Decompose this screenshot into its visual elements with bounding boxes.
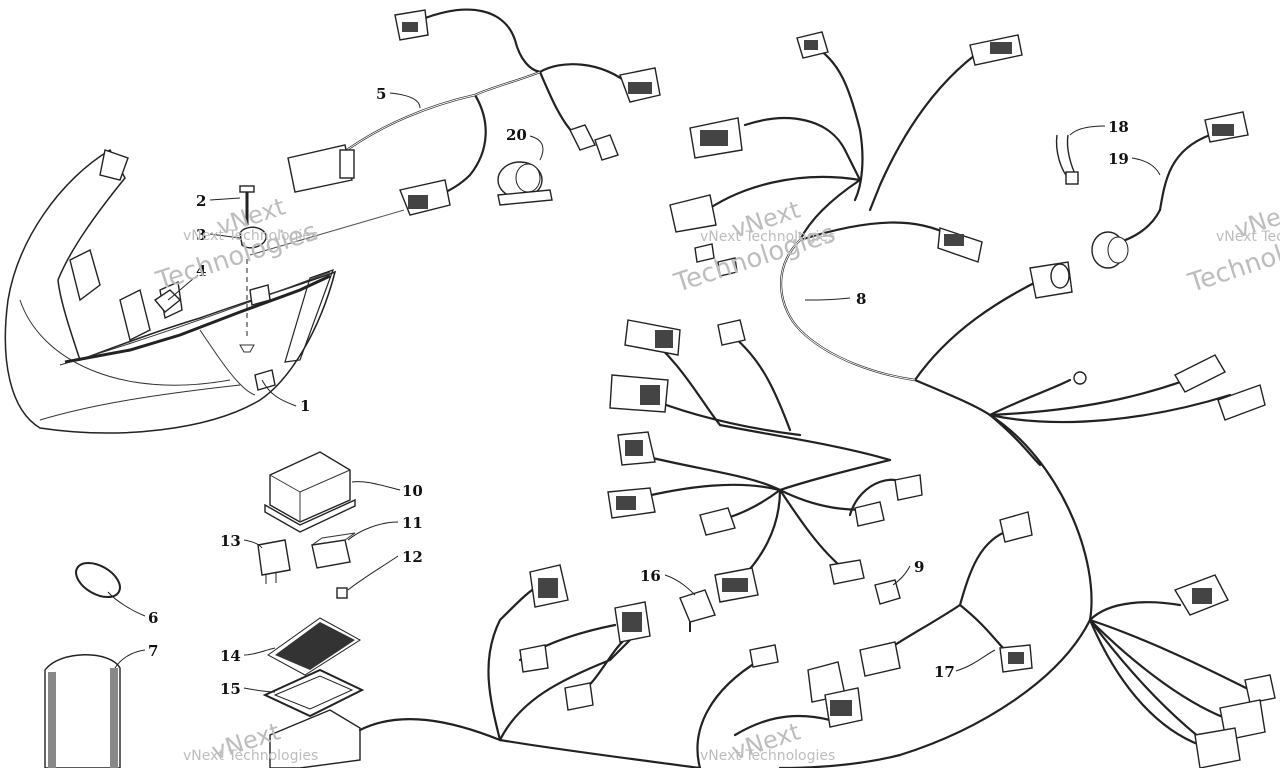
callout-11: 11 (402, 514, 423, 532)
clip (239, 226, 267, 249)
callout-13: 13 (220, 532, 241, 550)
callout-5: 5 (376, 85, 386, 103)
gasket (262, 668, 365, 718)
watermark-text: vNext Technologies (183, 228, 318, 244)
relay-small (257, 539, 291, 584)
mini-fuse (336, 587, 348, 599)
callout-9: 9 (914, 558, 924, 576)
callout-12: 12 (402, 548, 423, 566)
callout-1: 1 (300, 397, 310, 415)
callout-3: 3 (196, 226, 206, 244)
rear-harness (1088, 574, 1276, 768)
watermark-text-3: vNext Technologies (1216, 229, 1280, 245)
callout-10: 10 (402, 482, 423, 500)
callout-labels: 1 2 3 4 5 6 7 8 9 10 11 12 13 14 15 16 1… (148, 85, 1129, 698)
sensor-block (679, 589, 716, 632)
headlight-harness (249, 8, 661, 256)
watermark-text-2: vNext Technologies (700, 229, 835, 245)
callout-14: 14 (220, 647, 241, 665)
callout-8: 8 (856, 290, 866, 308)
retainer-clip (1055, 134, 1080, 185)
callout-15: 15 (220, 680, 241, 698)
headlight-housing (4, 148, 337, 434)
callout-16: 16 (640, 567, 661, 585)
relay-block (311, 532, 356, 569)
bottom-harness (358, 564, 863, 768)
callout-6: 6 (148, 609, 158, 627)
leader-lines (107, 92, 1161, 693)
callout-18: 18 (1108, 118, 1129, 136)
fuse-box (264, 451, 356, 533)
fuse-label (267, 617, 361, 676)
screw (239, 185, 255, 225)
lead-harness (1091, 111, 1249, 269)
sub-harness (859, 511, 1033, 677)
watermark-text-5: vNext Technologies (700, 748, 835, 764)
callout-19: 19 (1108, 150, 1129, 168)
watermark-text-4: vNext Technologies (183, 748, 318, 764)
ring-clamp (75, 561, 121, 599)
bullet-connector (874, 579, 901, 605)
callout-4: 4 (196, 262, 206, 280)
callout-20: 20 (506, 126, 527, 144)
callout-7: 7 (148, 642, 158, 660)
main-harness (607, 31, 1266, 768)
buzzer (497, 161, 553, 206)
callout-2: 2 (196, 192, 206, 210)
sleeve (44, 654, 121, 768)
fuse-holder (269, 709, 361, 768)
callout-17: 17 (934, 663, 955, 681)
